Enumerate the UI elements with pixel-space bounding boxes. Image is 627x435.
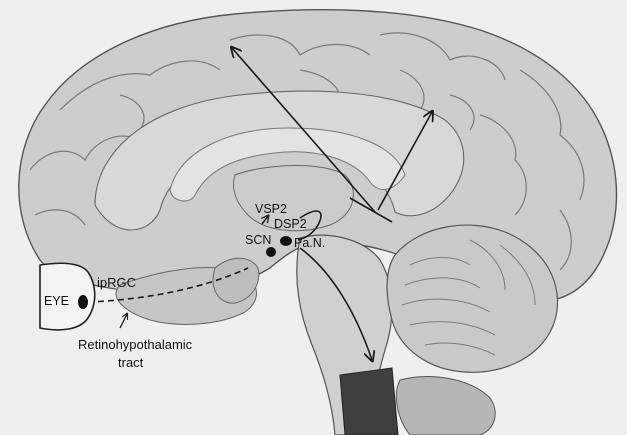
label-eye: EYE [44,294,69,308]
label-pan: Pa.N. [294,236,325,250]
label-dsp2: DSP2 [274,217,307,231]
pan-nucleus [280,236,292,246]
label-vsp2: VSP2 [255,202,287,216]
label-scn: SCN [245,233,271,247]
label-tract-line2: tract [118,355,144,370]
label-tract-line1: Retinohypothalamic [78,337,193,352]
scn-nucleus [266,247,276,257]
iprgc-cell [78,295,88,309]
spinal-cord [340,368,398,435]
label-iprgc: ipRGC [97,275,136,290]
